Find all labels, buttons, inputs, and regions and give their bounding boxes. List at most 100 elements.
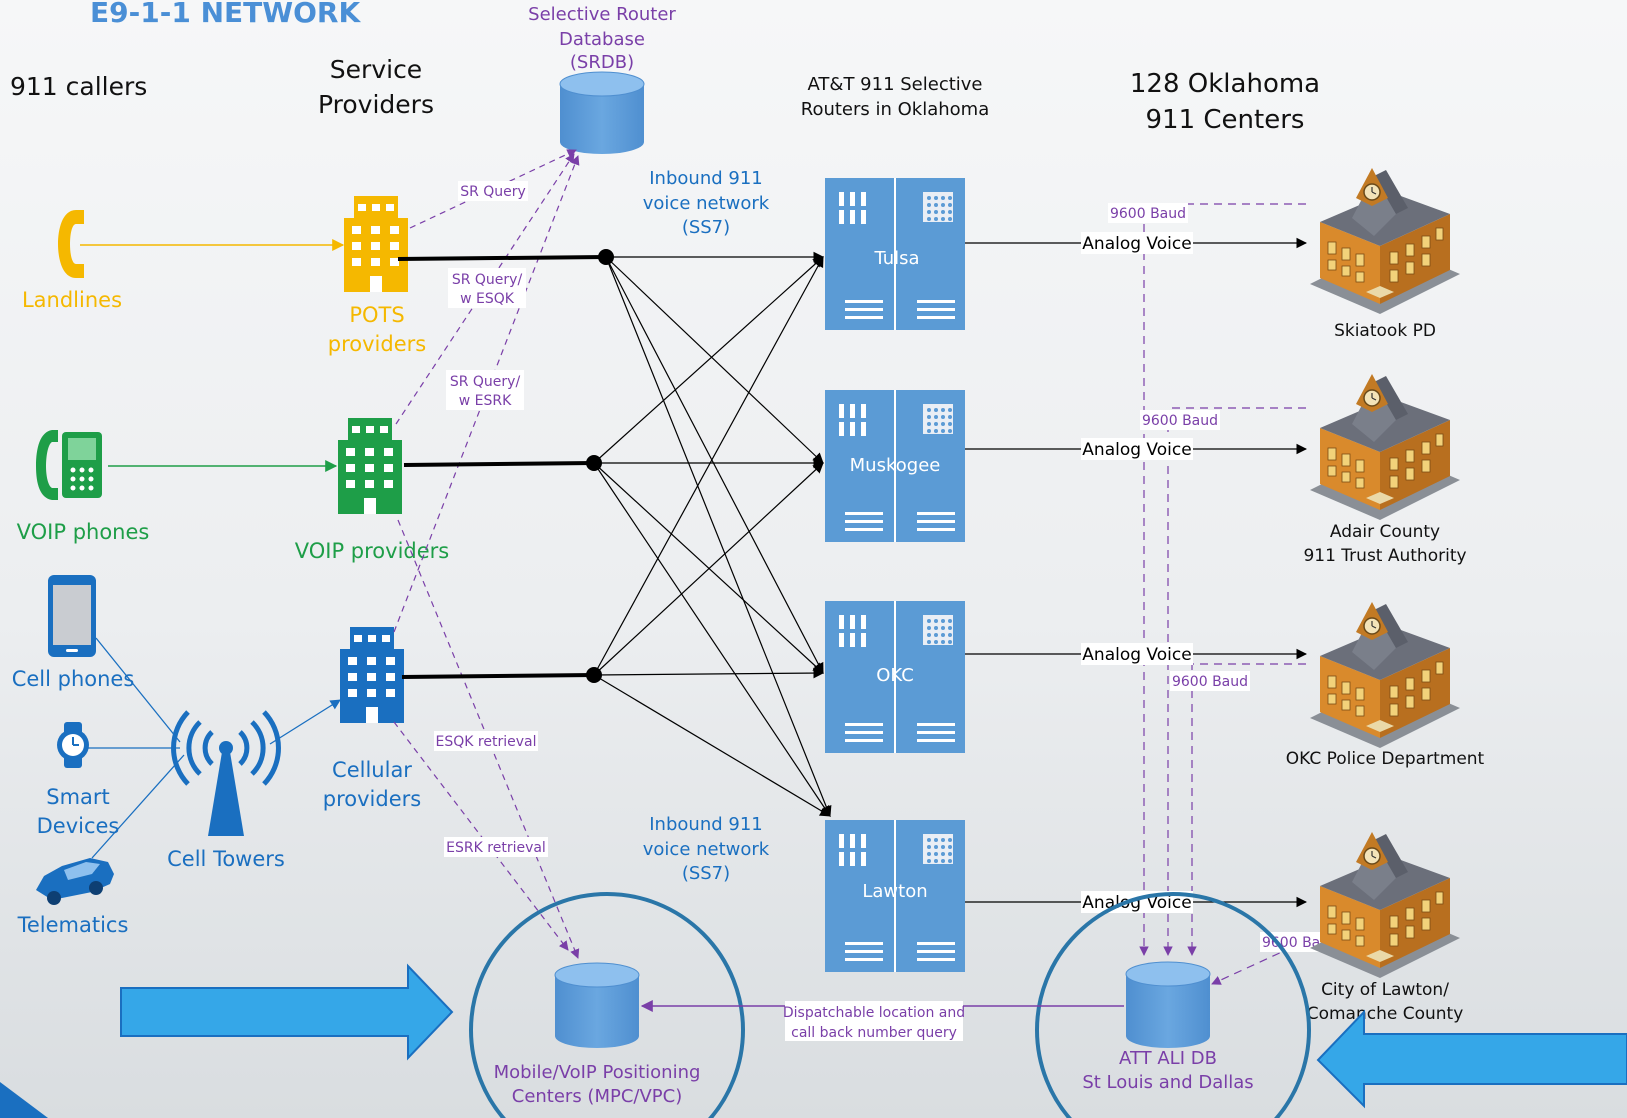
inbound-top-label-1: Inbound 911	[649, 168, 762, 189]
inbound-bottom-label-2: voice network	[643, 839, 770, 860]
svg-text:9600 Baud: 9600 Baud	[1142, 413, 1218, 429]
mpc-label-1: Mobile/VoIP Positioning	[494, 1062, 701, 1083]
svg-text:w ESRK: w ESRK	[459, 393, 512, 409]
lawton-baud-line	[1211, 917, 1357, 985]
pots-providers-label-1: POTS	[349, 303, 404, 327]
svg-text:Analog Voice: Analog Voice	[1082, 645, 1191, 665]
header-service-providers-2: Providers	[318, 90, 434, 119]
dispatch-query-label: Dispatchable location and call back numb…	[783, 1001, 965, 1041]
srdb-label-2: Database	[559, 29, 645, 50]
mpc-label-2: Centers (MPC/VPC)	[512, 1086, 682, 1107]
voip-phone-icon	[36, 430, 102, 500]
svg-text:Analog Voice: Analog Voice	[1082, 440, 1191, 460]
baud-label-skiatook: 9600 Baud	[1108, 203, 1188, 223]
smart-devices-label-1: Smart	[46, 785, 110, 809]
router-okc-label: OKC	[876, 665, 914, 686]
cellular-providers-label-1: Cellular	[332, 758, 412, 782]
mesh-line	[593, 256, 824, 676]
telematics-label: Telematics	[17, 913, 129, 937]
analog-voice-label-okc: Analog Voice	[1081, 643, 1193, 665]
mesh-line	[593, 462, 831, 817]
voip-sr-query-line	[395, 153, 575, 425]
right-block-arrow	[1316, 1009, 1627, 1109]
lawton-label-1: City of Lawton/	[1321, 980, 1449, 1000]
cellular-provider-building-icon	[340, 627, 404, 723]
inbound-top-label-2: voice network	[643, 193, 770, 214]
analog-voice-label-tulsa: Analog Voice	[1081, 232, 1193, 254]
adair-label-1: Adair County	[1330, 522, 1440, 542]
left-block-arrow	[120, 963, 454, 1061]
mesh-line	[593, 256, 824, 464]
cell-phone-icon	[48, 575, 96, 657]
pots-provider-building-icon	[344, 196, 408, 292]
router-lawton-label: Lawton	[862, 881, 927, 902]
baud-label-okc: 9600 Baud	[1170, 671, 1250, 691]
pots-trunk-line	[397, 255, 607, 261]
okc-baud-line	[1187, 663, 1306, 956]
srdb-label-1: Selective Router	[528, 4, 676, 25]
mesh-line	[605, 256, 824, 674]
svg-text:SR Query/: SR Query/	[450, 374, 521, 390]
cell-towers-label: Cell Towers	[167, 847, 285, 871]
inbound-bottom-label-1: Inbound 911	[649, 814, 762, 835]
smart-devices-label-2: Devices	[37, 814, 120, 838]
voip-phones-label: VOIP phones	[17, 520, 150, 544]
adair-baud-line	[1163, 407, 1306, 956]
okc-pd-label: OKC Police Department	[1286, 749, 1485, 769]
header-callers: 911 callers	[10, 72, 147, 101]
ali-database-icon	[1125, 961, 1211, 1048]
ali-circle	[1035, 892, 1311, 1118]
car-to-tower-line	[91, 754, 185, 859]
inbound-top-label-3: (SS7)	[682, 217, 730, 238]
svg-text:Dispatchable location and: Dispatchable location and	[783, 1005, 965, 1021]
cell-phones-label: Cell phones	[12, 667, 135, 691]
sr-query-esrk-label: SR Query/ w ESRK	[446, 370, 524, 410]
ali-label-2: St Louis and Dallas	[1082, 1072, 1253, 1093]
header-service-providers-1: Service	[330, 55, 422, 84]
router-tulsa-label: Tulsa	[873, 248, 919, 269]
svg-text:ESRK retrieval: ESRK retrieval	[446, 840, 546, 856]
svg-text:SR Query: SR Query	[460, 184, 526, 200]
mesh-line	[593, 674, 831, 817]
analog-voice-label-muskogee: Analog Voice	[1081, 438, 1193, 460]
sr-query-esqk-label: SR Query/ w ESQK	[448, 268, 526, 308]
landlines-label: Landlines	[22, 288, 122, 312]
inbound-bottom-label-3: (SS7)	[682, 863, 730, 884]
page-title: E9-1-1 NETWORK	[90, 0, 361, 29]
srdb-label-3: (SRDB)	[570, 52, 634, 73]
mesh-line	[593, 462, 824, 676]
header-att-routers-2: Routers in Oklahoma	[801, 99, 990, 120]
sr-query-label: SR Query	[458, 181, 528, 201]
cellular-providers-label-2: providers	[323, 787, 421, 811]
mpc-circle	[469, 892, 745, 1118]
svg-text:9600 Baud: 9600 Baud	[1172, 674, 1248, 690]
adair-label-2: 911 Trust Authority	[1303, 546, 1466, 566]
voip-providers-label: VOIP providers	[295, 539, 450, 563]
mesh-line	[593, 462, 824, 674]
esrk-retrieval-label: ESRK retrieval	[444, 837, 548, 857]
router-muskogee-label: Muskogee	[850, 455, 941, 476]
svg-text:w ESQK: w ESQK	[460, 291, 515, 307]
mesh-line	[605, 256, 824, 464]
esqk-retrieval-label: ESQK retrieval	[434, 731, 538, 751]
svg-text:call back number query: call back number query	[791, 1025, 957, 1041]
lawton-building-icon	[1309, 831, 1461, 979]
voip-trunk-line	[403, 461, 595, 467]
lawton-label-2: Comanche County	[1307, 1004, 1464, 1024]
voip-provider-building-icon	[338, 418, 402, 514]
corner-accent	[0, 1082, 48, 1118]
cellphone-to-tower-line	[95, 637, 181, 743]
landline-phone-icon	[58, 210, 84, 278]
car-icon	[36, 858, 114, 905]
srdb-database-icon	[559, 71, 645, 154]
pots-providers-label-2: providers	[328, 332, 426, 356]
tower-to-cellular-line	[269, 699, 341, 745]
baud-label-adair: 9600 Baud	[1140, 410, 1220, 430]
ali-label-1: ATT ALI DB	[1119, 1048, 1217, 1069]
svg-text:9600 Baud: 9600 Baud	[1110, 206, 1186, 222]
header-att-routers-1: AT&T 911 Selective	[808, 74, 983, 95]
skiatook-building-icon	[1309, 167, 1461, 315]
cell-tower-icon	[171, 710, 281, 836]
okc-pd-building-icon	[1309, 601, 1461, 749]
